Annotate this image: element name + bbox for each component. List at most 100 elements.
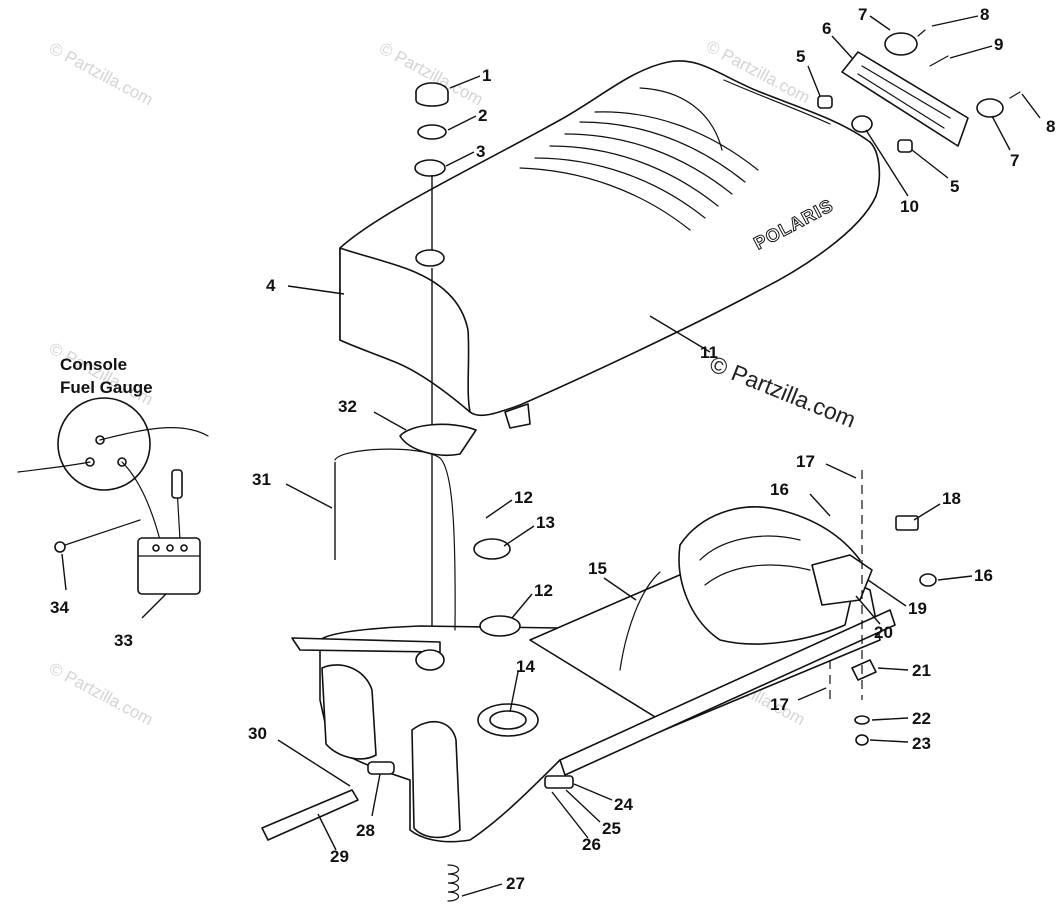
leader-line xyxy=(509,671,519,713)
callout-number: 1 xyxy=(482,66,491,85)
fuel-cap-stack xyxy=(414,82,449,655)
callout-number: 7 xyxy=(1010,151,1019,170)
tail-light-lens xyxy=(857,73,945,129)
screw-shaft xyxy=(917,29,926,37)
callout-number: 10 xyxy=(900,197,919,216)
tail-light-housing xyxy=(841,51,969,147)
leader-line xyxy=(869,739,909,743)
leader-line xyxy=(373,411,407,431)
leader-line xyxy=(949,45,993,59)
tail-light-lens xyxy=(861,65,951,119)
leader-line xyxy=(913,503,941,521)
filler-gasket xyxy=(399,423,477,456)
nut-right xyxy=(919,573,937,587)
callout-number: 18 xyxy=(942,489,961,508)
seat-stripe xyxy=(519,167,691,231)
leader-line xyxy=(461,883,503,897)
leader-line xyxy=(511,593,533,619)
callout-number: 3 xyxy=(476,142,485,161)
callout-number: 17 xyxy=(770,695,789,714)
latch-block xyxy=(811,554,873,606)
callout-number: 29 xyxy=(330,847,349,866)
gauge-wire xyxy=(99,427,209,441)
callout-number: 22 xyxy=(912,709,931,728)
callout-number: 11 xyxy=(700,343,718,362)
leader-line xyxy=(603,577,637,601)
tunnel-floor xyxy=(559,609,896,776)
main-watermark: © Partzilla.com xyxy=(706,351,859,433)
leader-line xyxy=(445,151,475,167)
seat-stripe xyxy=(579,121,746,183)
leader-line xyxy=(807,65,821,97)
tank-right-pod xyxy=(411,721,461,839)
vent-line xyxy=(619,571,661,671)
fuel-tank-assembly xyxy=(261,448,937,902)
leader-line xyxy=(503,525,535,547)
callout-number: 21 xyxy=(912,661,931,680)
grommet-lower xyxy=(897,139,913,153)
callout-number: 19 xyxy=(908,599,927,618)
tank-top-rail xyxy=(291,637,441,653)
seat-filler-hole xyxy=(415,249,445,267)
callout-number: 8 xyxy=(1046,117,1055,136)
screw-shaft xyxy=(929,55,949,67)
callout-number: 25 xyxy=(602,819,621,838)
callout-number: 15 xyxy=(588,559,607,578)
callout-number: 30 xyxy=(248,724,267,743)
seat-edge xyxy=(723,79,831,125)
screw-shaft xyxy=(1009,91,1021,99)
callout-number: 20 xyxy=(874,623,893,642)
spring-coil xyxy=(447,864,460,902)
leader-line xyxy=(1021,93,1041,119)
ground-wire xyxy=(61,519,141,547)
seat-stripe xyxy=(594,111,759,171)
callout-number: 28 xyxy=(356,821,375,840)
gauge-wire xyxy=(121,461,161,541)
callout-number: 14 xyxy=(516,657,535,676)
tank-left-pod xyxy=(321,664,377,760)
callout-number: 4 xyxy=(266,276,276,295)
seat-stripe xyxy=(564,133,733,195)
sender-plug xyxy=(137,537,201,595)
callout-number: 27 xyxy=(506,874,525,893)
fuel-line xyxy=(334,448,456,631)
callout-number: 5 xyxy=(796,47,805,66)
leader-line xyxy=(449,75,481,89)
watermark-text: © Partzilla.com xyxy=(46,659,156,730)
leader-line xyxy=(485,499,513,519)
leader-line xyxy=(551,791,589,839)
callout-number: 2 xyxy=(478,106,487,125)
reflector-right xyxy=(976,98,1004,118)
plug-pin xyxy=(152,544,160,552)
gauge-label-line2: Fuel Gauge xyxy=(60,378,153,397)
leader-line xyxy=(573,783,613,801)
drain-fitting xyxy=(544,775,574,789)
leader-line xyxy=(869,15,891,31)
callout-number: 13 xyxy=(536,513,555,532)
callout-number: 6 xyxy=(822,19,831,38)
leader-line xyxy=(865,129,909,197)
callout-number: 23 xyxy=(912,734,931,753)
leader-line xyxy=(797,687,827,701)
seat-mounting-tab xyxy=(504,403,531,429)
callout-number: 34 xyxy=(50,598,69,617)
callout-number: 24 xyxy=(614,795,633,814)
rear-bracket xyxy=(678,506,861,645)
leader-line xyxy=(937,575,973,581)
latch-plate xyxy=(851,659,877,681)
ground-terminal xyxy=(54,541,66,553)
plug-pin xyxy=(180,544,188,552)
callouts: 1 2 3 4 5 5 6 7 7 8 8 9 10 11 12 12 13 1… xyxy=(50,5,1055,897)
gauge-wire xyxy=(17,461,91,473)
filler-neck-ring xyxy=(414,159,446,177)
reflector-left xyxy=(884,32,918,56)
gauge-resistor xyxy=(171,469,183,499)
cap-gasket xyxy=(417,124,447,140)
leader-line xyxy=(277,739,351,787)
callout-number: 26 xyxy=(582,835,601,854)
tank-filler-neck xyxy=(415,649,445,671)
leader-line xyxy=(991,115,1011,151)
leader-line xyxy=(285,483,333,509)
seat-front-face xyxy=(339,247,471,413)
